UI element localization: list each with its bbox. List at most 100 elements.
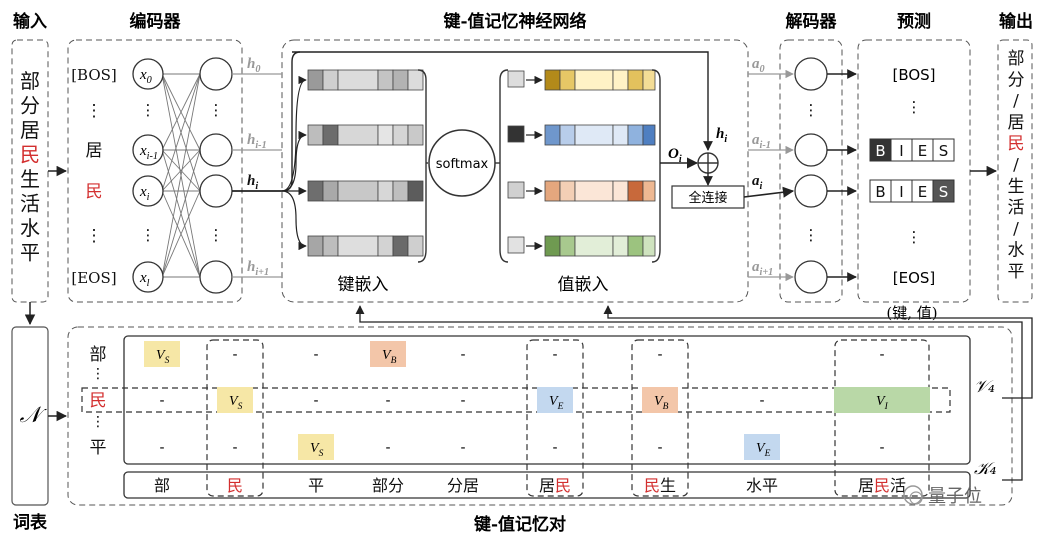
memory-empty-cell: - xyxy=(552,347,557,363)
memory-value-swatch xyxy=(744,434,780,460)
pred-eos: [EOS] xyxy=(893,269,936,287)
key-embed-cell xyxy=(392,69,409,91)
pred-ellipsis: ⋮ xyxy=(907,228,922,246)
decoder-node xyxy=(794,260,828,294)
highlight-column xyxy=(631,339,689,497)
value-embed-cell xyxy=(544,180,561,202)
h-label: hi-1 xyxy=(247,132,267,151)
encoder-token: [EOS] xyxy=(71,269,116,287)
h-to-key xyxy=(281,190,307,251)
encoder-x-node xyxy=(132,134,164,166)
output-char: 活 xyxy=(1008,198,1025,218)
memory-value-label: VS xyxy=(310,441,324,459)
bies-label: S xyxy=(939,142,949,160)
watermark-text: 量子位 xyxy=(928,486,982,507)
v4-label: 𝒱₄ xyxy=(974,377,995,397)
memory-value-label: VS xyxy=(229,394,243,412)
memory-empty-cell: - xyxy=(313,347,318,363)
memory-empty-cell: - xyxy=(657,347,662,363)
header-encoder: 编码器 xyxy=(130,11,182,32)
pred-ellipsis: ⋮ xyxy=(907,98,922,116)
memory-key: 民 xyxy=(227,476,243,495)
memory-row-ellipsis: ⋮ xyxy=(91,366,105,382)
fc-label: 全连接 xyxy=(688,190,727,206)
h-label: h0 xyxy=(247,56,260,75)
value-key-square xyxy=(507,181,525,199)
bies-label: E xyxy=(918,183,927,201)
fc-to-decoder xyxy=(743,186,795,198)
bies-cell xyxy=(932,179,955,203)
key-embed-label: 键嵌入 xyxy=(338,275,389,295)
value-embed-bracket xyxy=(499,69,509,263)
memory-key: 部分 xyxy=(372,476,404,495)
value-embeddings xyxy=(507,69,656,257)
encoder-edge xyxy=(161,149,201,278)
output-char: / xyxy=(1013,156,1019,176)
decoder-node xyxy=(794,57,828,91)
value-embed-cell xyxy=(559,180,576,202)
value-embed-cell xyxy=(544,124,561,146)
value-embed-cell xyxy=(544,235,561,257)
output-char: / xyxy=(1013,219,1019,239)
h-label: hi xyxy=(247,173,258,192)
value-embed-cell xyxy=(642,69,656,91)
memory-key: 居民 xyxy=(539,476,571,495)
pred-bos: [BOS] xyxy=(892,66,935,84)
memory-outer-box xyxy=(67,326,1013,506)
encoder-token: ⋮ xyxy=(86,226,103,246)
value-embed-cell xyxy=(559,235,576,257)
value-embed-cell xyxy=(627,235,644,257)
value-embed-bracket-right xyxy=(651,69,661,263)
watermark-icon-inner xyxy=(909,491,923,505)
key-embed-cell xyxy=(307,180,324,202)
a-label: a0 xyxy=(752,56,765,75)
key-embed-cell xyxy=(322,69,339,91)
value-embed-cell xyxy=(574,180,614,202)
vocab-symbol: 𝒩 xyxy=(19,403,47,428)
value-embed-cell xyxy=(559,69,576,91)
key-embed-cell xyxy=(337,235,379,257)
memory-key: 平 xyxy=(308,476,324,495)
memory-value-swatch xyxy=(298,434,334,460)
output-char: 水 xyxy=(1008,241,1025,261)
key-embed-bracket xyxy=(417,69,427,263)
key-embed-cell xyxy=(322,180,339,202)
hi-top-label: hi xyxy=(716,126,727,145)
output-sentence: 部分/居民/生活/水平 xyxy=(1008,49,1025,282)
memory-value-swatch xyxy=(144,341,180,367)
memory-empty-cell: - xyxy=(159,393,164,409)
memory-empty-cell: - xyxy=(657,440,662,456)
decoder-node xyxy=(794,133,828,167)
output-char: 分 xyxy=(1008,70,1025,90)
memory-row-labels: 部民平⋮⋮ xyxy=(90,345,107,458)
key-embed-cell xyxy=(307,69,324,91)
key-embed-cell xyxy=(377,124,394,146)
decoder-box xyxy=(779,39,843,303)
highlight-column xyxy=(526,339,584,497)
vocab-label: 词表 xyxy=(13,512,48,533)
value-embed-cell xyxy=(544,69,561,91)
input-box xyxy=(11,39,49,303)
bies-label: E xyxy=(918,142,927,160)
memory-key-row: 部民平部分分居居民民生水平居民活 xyxy=(154,476,906,495)
output-char: 生 xyxy=(1008,177,1025,197)
output-char: 居 xyxy=(1008,113,1025,133)
highlight-row-min xyxy=(81,387,951,413)
value-key-square xyxy=(507,236,525,254)
memory-key: 分居 xyxy=(447,476,479,495)
memory-value-swatch xyxy=(370,341,406,367)
input-char: 分 xyxy=(20,94,40,118)
value-embed-cell xyxy=(612,69,629,91)
value-key-square xyxy=(507,70,525,88)
value-embed-cell xyxy=(559,124,576,146)
memory-value-swatch xyxy=(834,387,930,413)
encoder-nodes: [BOS]⋮居民⋮[EOS]x0⋮⋮xi-1xi⋮⋮xl xyxy=(71,57,233,294)
header-decoder: 解码器 xyxy=(786,11,838,32)
encoder-connections xyxy=(161,73,201,278)
decoder-ellipsis: ⋮ xyxy=(804,226,819,244)
kv-note: (键, 值) xyxy=(886,304,937,322)
key-embed-cell xyxy=(307,124,324,146)
key-embeddings xyxy=(307,69,424,257)
